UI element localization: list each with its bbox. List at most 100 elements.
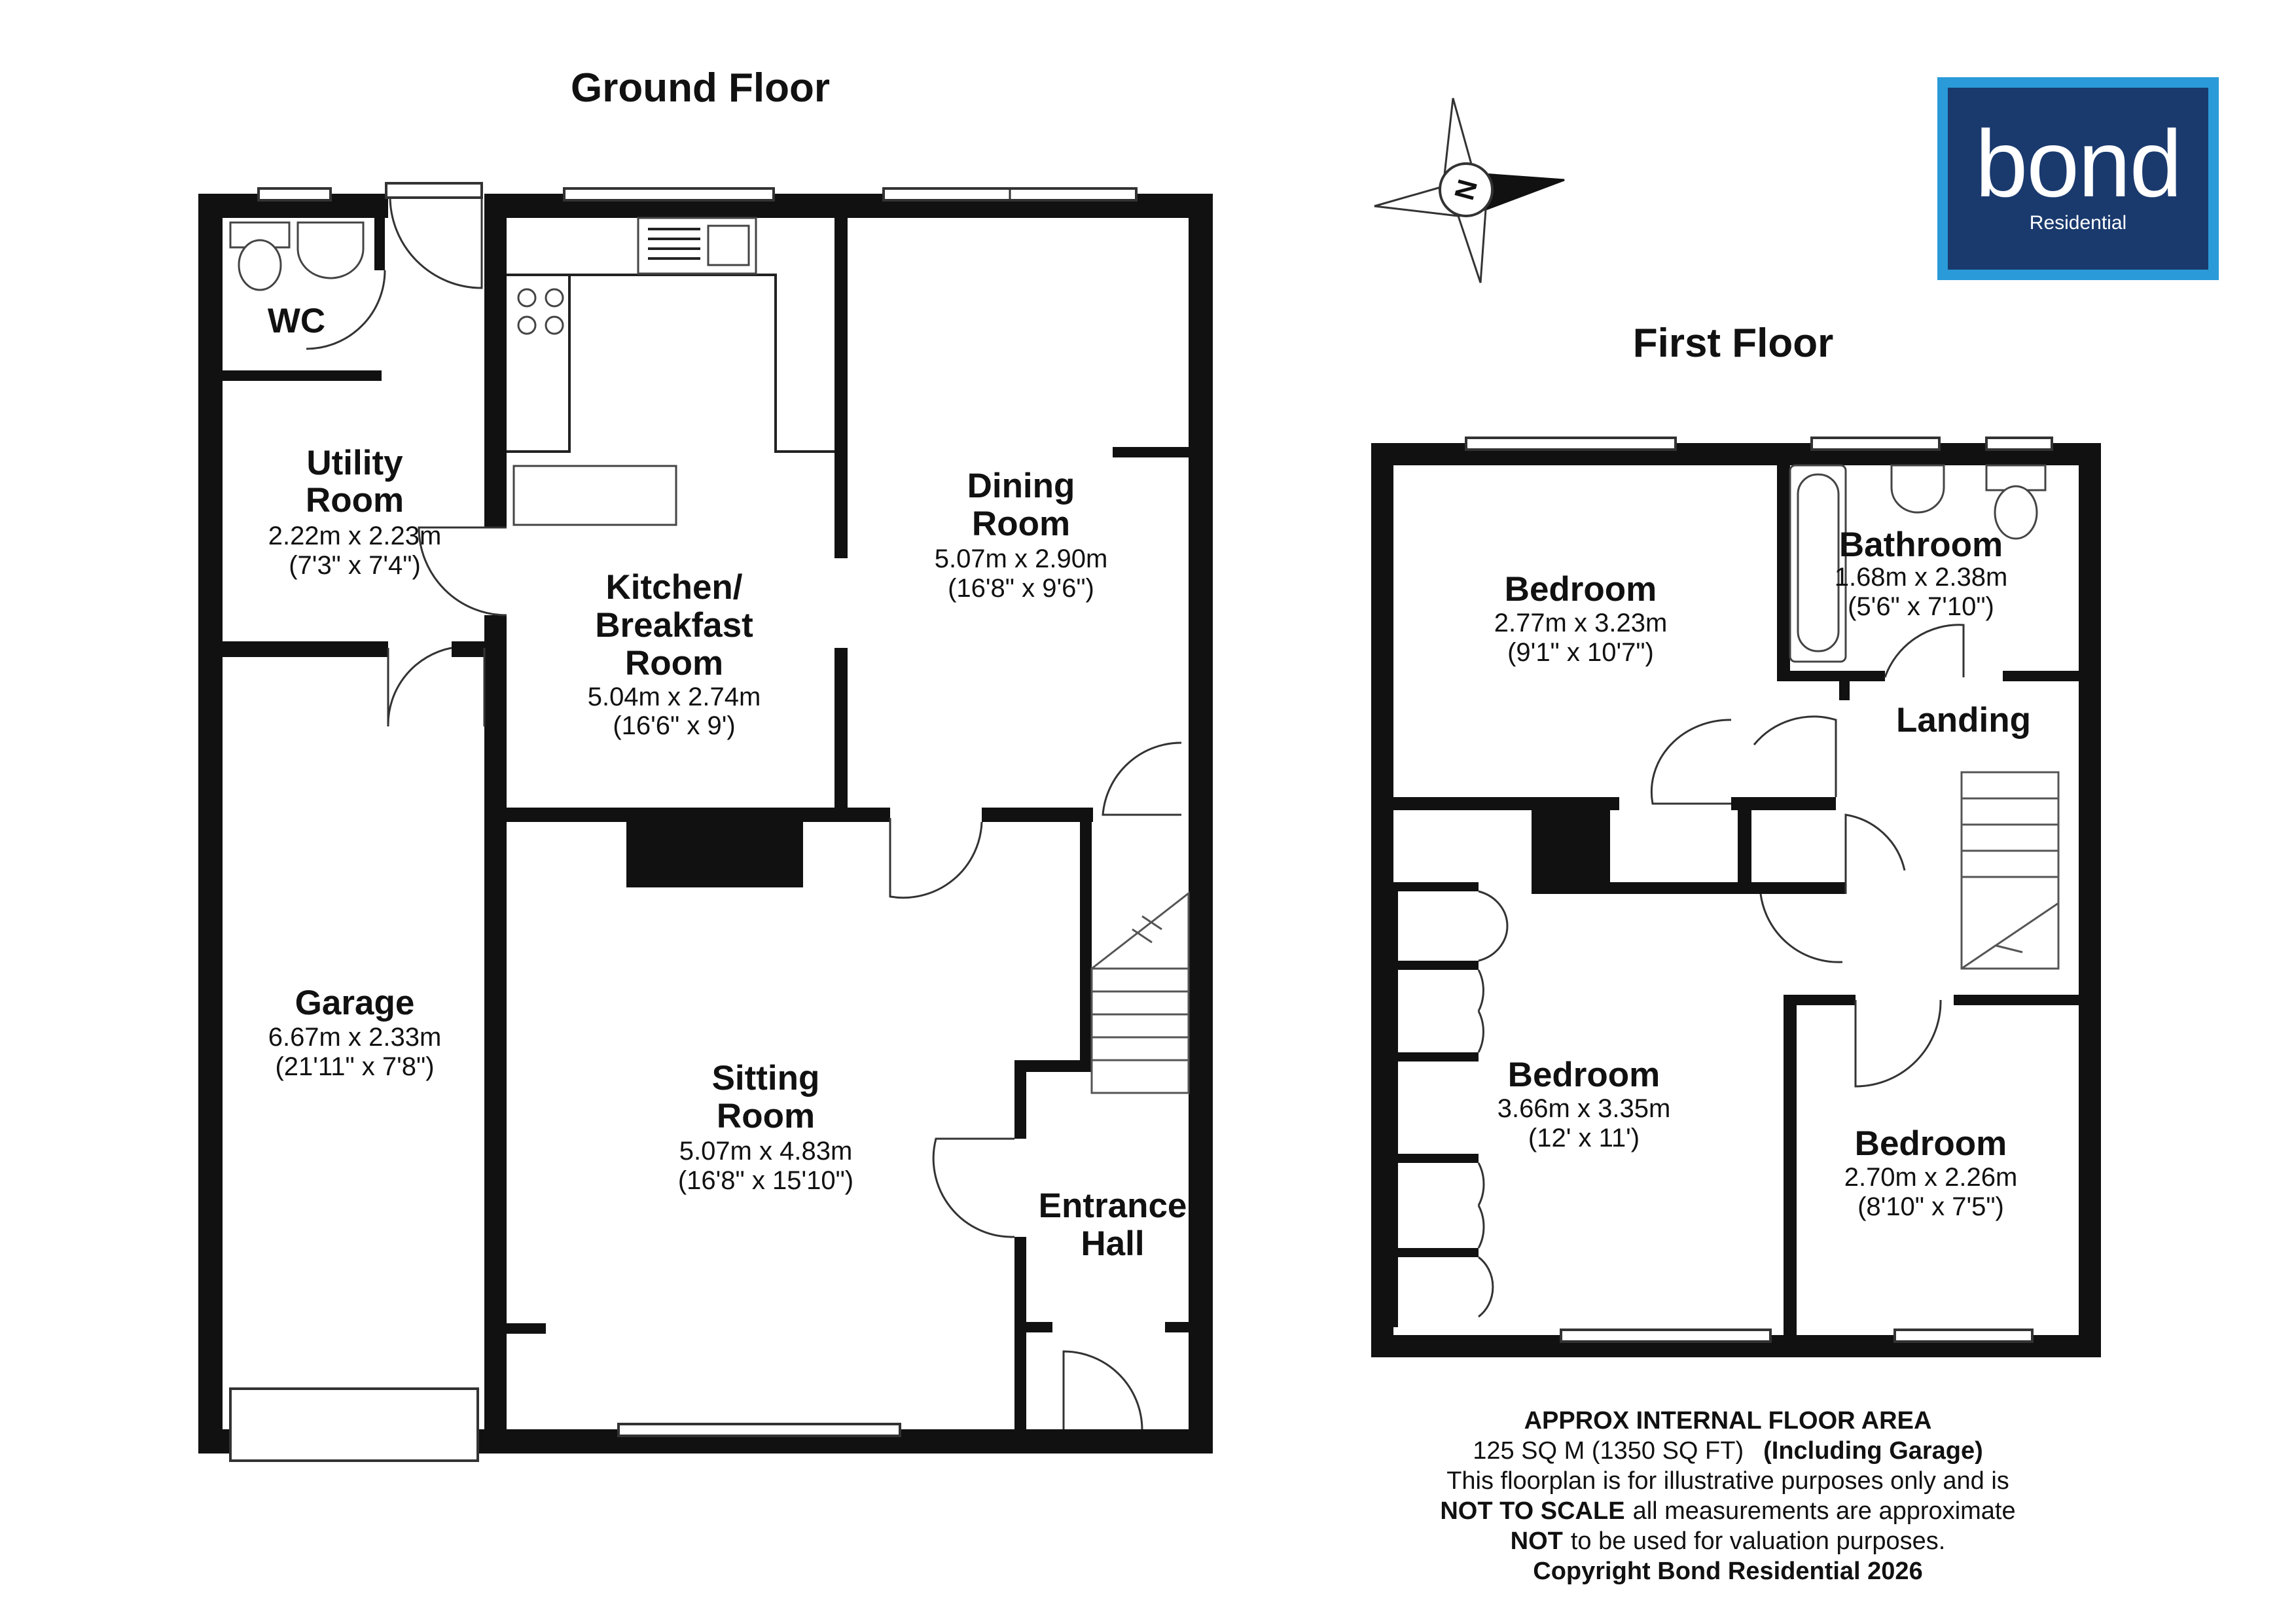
gf-room-dining-dim-imperial: (16'8" x 9'6") [948, 574, 1094, 603]
ff-room-bed3-dim-imperial: (8'10" x 7'5") [1857, 1192, 2004, 1221]
gf-door-sitting-hall [932, 1137, 1015, 1238]
note-including-garage: (Including Garage) [1763, 1437, 1983, 1465]
ff-wall-bed3-north-b [1954, 995, 2079, 1005]
ground-floor-plan: WC Utility Room 2.22m x 2.23m (7'3" x 7'… [198, 182, 1213, 1462]
ff-wall-bed1-bath [1777, 465, 1790, 681]
gf-wall-utility-south-b [452, 641, 507, 657]
ff-room-bed1-dim-imperial: (9'1" x 10'7") [1507, 638, 1654, 667]
ff-window-bed2 [1560, 1329, 1772, 1343]
gf-wall-hall-step [1014, 1060, 1080, 1072]
ff-door-bed2 [1759, 893, 1843, 963]
ff-window-wc [1985, 437, 2053, 451]
note-floor-area-line: 125 SQ M (1350 SQ FT)(Including Garage) [1473, 1437, 1983, 1465]
ff-room-bath-dim: 1.68m x 2.38m [1835, 563, 2008, 592]
gf-window-kitchen [563, 187, 775, 202]
first-floor-title: First Floor [1633, 321, 1834, 366]
ff-bathroom-fixtures [1789, 464, 2047, 663]
ff-window-bath [1810, 437, 1941, 451]
gf-room-kitchen-dim: 5.04m x 2.74m [588, 683, 761, 711]
basin-icon [296, 221, 365, 279]
ff-toilet-icon [1994, 485, 2038, 540]
ground-floor-title: Ground Floor [571, 65, 830, 111]
gf-door-back [389, 196, 483, 289]
gf-door-utility-garage [387, 647, 452, 727]
ff-basin-icon [1890, 464, 1945, 514]
ff-stairs [1960, 771, 2060, 970]
note-illustrative: This floorplan is for illustrative purpo… [1446, 1467, 2009, 1495]
gf-wall-kitchen-dining-b [834, 648, 848, 815]
ff-wall-landing-cupboard [1738, 797, 1748, 894]
breakfast-bar [512, 465, 677, 526]
gf-wall-kitchen-sitting [507, 808, 890, 822]
gf-wall-west [198, 194, 223, 1454]
ff-wall-bed1-south-b [1731, 797, 1836, 810]
gf-wall-wc-east [374, 218, 385, 270]
ff-wall-bed2-north [1532, 882, 1846, 894]
gf-wall-kitchen-dining-a [834, 218, 848, 558]
gf-room-dining-dim: 5.07m x 2.90m [935, 544, 1108, 573]
gf-window-wc [257, 187, 332, 202]
ff-window-bed1 [1465, 437, 1677, 451]
gf-room-dining-name-2: Room [972, 505, 1070, 543]
gf-wall-hall-west-b [1014, 1060, 1026, 1139]
gf-room-entrance-name-1: Entrance [1039, 1186, 1187, 1225]
gf-wall-dining-sitting [982, 808, 1093, 822]
gf-wall-east [1189, 194, 1213, 1454]
gf-wall-hall-stub-a [1026, 1322, 1052, 1332]
ff-wardrobe-3 [1393, 1052, 1479, 1061]
ff-door-cupboard [1844, 813, 1906, 894]
cistern-icon [229, 221, 291, 249]
gf-door-dining-hall [1102, 741, 1182, 816]
ff-wardrobe-1 [1393, 882, 1479, 891]
floor-area-notes: APPROX INTERNAL FLOOR AREA 125 SQ M (135… [1440, 1407, 2015, 1585]
ff-wall-bath-stub [1839, 671, 1850, 700]
ff-wall-bed3-north-a [1784, 995, 1856, 1005]
gf-room-kitchen-dim-imperial: (16'6" x 9') [613, 711, 735, 740]
toilet-icon [238, 239, 282, 291]
ff-wardrobe-door-2 [1477, 969, 1484, 1053]
gf-wall-garage-east [484, 615, 507, 1454]
gf-wall-wc-south [198, 370, 382, 381]
gf-door-sitting-dining [889, 818, 983, 899]
gf-wall-utility-east [484, 194, 507, 527]
gf-room-garage-dim: 6.67m x 2.33m [268, 1023, 442, 1052]
ff-room-landing-name: Landing [1896, 701, 2031, 740]
logo-brand: bond [1975, 111, 2181, 217]
gf-window-sitting [617, 1423, 901, 1437]
gf-back-door-frame [385, 182, 483, 199]
ff-wardrobe-4 [1393, 1154, 1479, 1163]
gf-wall-dining-stub [1113, 447, 1189, 457]
note-valuation: to be used for valuation purposes. [1571, 1527, 1946, 1555]
note-floor-area-heading: APPROX INTERNAL FLOOR AREA [1524, 1407, 1932, 1435]
gf-room-dining-name-1: Dining [967, 467, 1075, 505]
gf-front-door [1062, 1350, 1143, 1430]
ff-room-bath-dim-imperial: (5'6" x 7'10") [1848, 592, 1994, 621]
gf-room-utility-dim-imperial: (7'3" x 7'4") [289, 551, 421, 580]
ff-room-bed2-dim-imperial: (12' x 11') [1528, 1124, 1640, 1152]
ff-room-bed3-dim: 2.70m x 2.26m [1844, 1163, 2018, 1192]
ff-wardrobe-door-1 [1478, 890, 1509, 962]
first-floor-plan: Bedroom 2.77m x 3.23m (9'1" x 10'7") Bat… [1371, 437, 2101, 1357]
ff-door-bath [1884, 624, 1965, 678]
ff-room-bed2-name: Bedroom [1508, 1056, 1660, 1094]
ff-wardrobe-2 [1393, 961, 1479, 970]
gf-room-sitting-name-1: Sitting [712, 1059, 820, 1097]
gf-kitchen-units [507, 217, 834, 526]
gf-wc-fixtures [229, 221, 365, 291]
gf-stairs [1090, 891, 1190, 1094]
gf-room-sitting-name-2: Room [717, 1097, 815, 1135]
gf-door-wc [306, 270, 386, 350]
hob-icon [517, 288, 537, 308]
ff-wall-bed3-west [1784, 995, 1797, 1342]
ff-door-bed3 [1854, 999, 1942, 1088]
note-approximate: all measurements are approximate [1633, 1497, 2016, 1525]
ff-door-bed1 [1650, 719, 1732, 805]
ff-wardrobe-door-4 [1478, 1256, 1494, 1318]
gf-wall-hall-west-c [1014, 1237, 1026, 1453]
ff-room-bed3-name: Bedroom [1855, 1124, 2007, 1163]
bond-residential-logo: bond Residential [1937, 77, 2219, 280]
gf-room-entrance-name-2: Hall [1081, 1224, 1144, 1263]
ff-room-bed1-dim: 2.77m x 3.23m [1494, 609, 1668, 637]
